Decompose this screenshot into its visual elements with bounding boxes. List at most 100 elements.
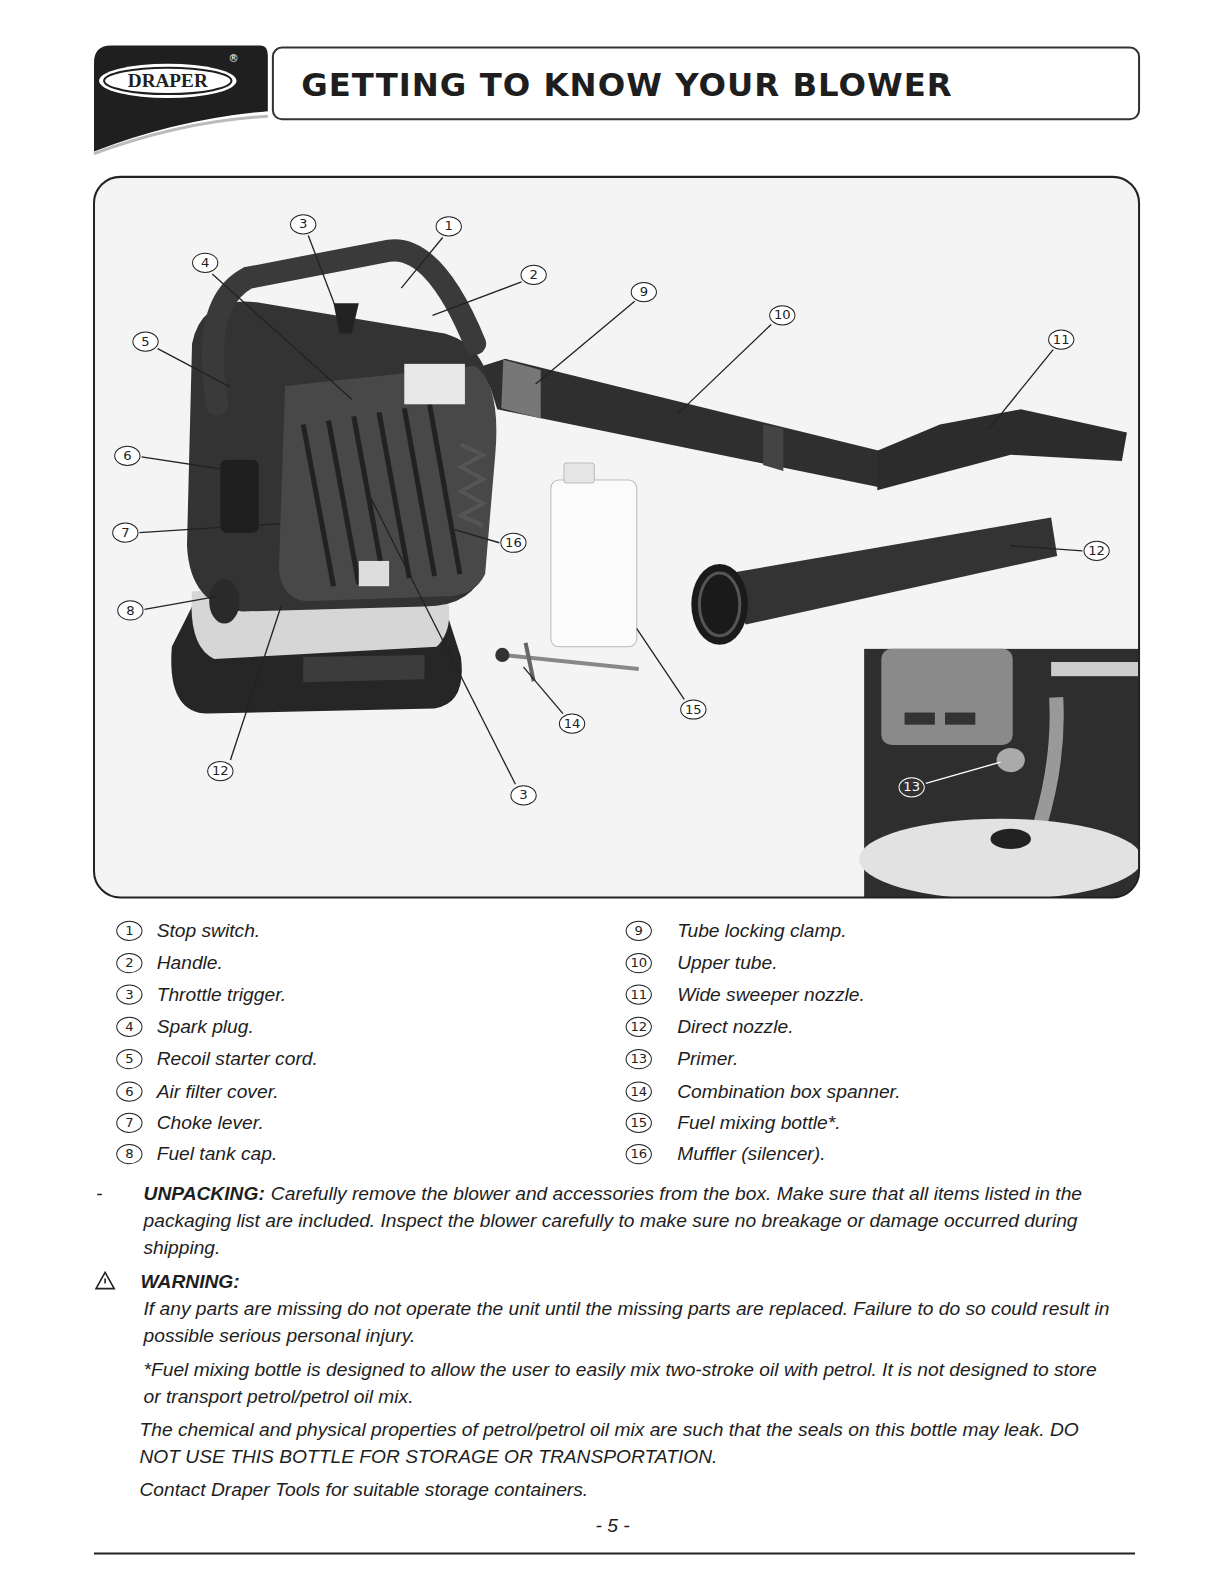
callout-number: 12 bbox=[1083, 541, 1109, 561]
legend-number: 2 bbox=[116, 953, 142, 973]
legend-number: 12 bbox=[626, 1017, 652, 1037]
callout-number: 11 bbox=[1048, 329, 1074, 349]
leader-lines bbox=[212, 274, 351, 399]
text-label: Air filter cover. bbox=[157, 1077, 279, 1104]
logo-badge bbox=[94, 45, 268, 153]
text-label: Throttle trigger. bbox=[157, 980, 286, 1007]
blower-illustration bbox=[328, 420, 358, 584]
legend-number: 5 bbox=[116, 1049, 142, 1069]
legend-number: 7 bbox=[116, 1113, 142, 1133]
blower-illustration bbox=[502, 655, 638, 669]
warning-symbol bbox=[96, 1272, 114, 1288]
text-label: Upper tube. bbox=[677, 949, 777, 976]
callout-number: 13 bbox=[899, 777, 925, 797]
leader-lines bbox=[536, 301, 635, 384]
callout-number: 12 bbox=[207, 761, 233, 781]
primer-inset bbox=[1051, 662, 1139, 676]
legend-number: 14 bbox=[626, 1081, 652, 1101]
legend-number: 13 bbox=[626, 1049, 652, 1069]
text-label: Spark plug. bbox=[157, 1013, 254, 1040]
legend-number: 6 bbox=[116, 1081, 142, 1101]
blower-illustration bbox=[877, 409, 1127, 490]
warning-symbol bbox=[104, 1279, 106, 1284]
brand-logo-text: DRAPER bbox=[104, 66, 231, 96]
text-label: - bbox=[96, 1179, 102, 1206]
text-label: Recoil starter cord. bbox=[157, 1045, 318, 1072]
legend-number: 11 bbox=[626, 984, 652, 1004]
callout-number: 6 bbox=[114, 446, 140, 466]
blower-illustration bbox=[334, 303, 359, 333]
panel-border bbox=[94, 177, 1139, 898]
primer-inset bbox=[881, 649, 1012, 745]
logo-badge bbox=[99, 64, 236, 98]
body-paragraph: Carefully remove the blower and accessor… bbox=[144, 1179, 1119, 1261]
leader-lines bbox=[988, 350, 1053, 430]
blower-illustration bbox=[713, 517, 1058, 624]
callout-number: 14 bbox=[559, 714, 585, 734]
blower-illustration bbox=[495, 648, 509, 662]
text-label: Direct nozzle. bbox=[677, 1013, 793, 1040]
callout-number: 3 bbox=[290, 214, 316, 234]
primer-inset bbox=[945, 713, 975, 725]
legend-number: 1 bbox=[116, 921, 142, 941]
leader-lines bbox=[401, 238, 442, 289]
leader-lines bbox=[139, 524, 279, 533]
leader-lines bbox=[455, 530, 499, 543]
page-title: GETTING TO KNOW YOUR BLOWER bbox=[301, 65, 953, 105]
text-label: Primer. bbox=[677, 1045, 738, 1072]
callout-number: 16 bbox=[500, 533, 526, 553]
body-paragraph: If any parts are missing do not operate … bbox=[144, 1295, 1119, 1350]
blower-illustration bbox=[220, 460, 258, 533]
primer-inset bbox=[997, 748, 1025, 772]
leader-lines bbox=[366, 488, 516, 784]
primer-inset bbox=[859, 819, 1139, 898]
leader-lines bbox=[926, 762, 1001, 783]
callout-number: 10 bbox=[769, 305, 795, 325]
leader-lines bbox=[139, 235, 1082, 784]
blower-illustration bbox=[564, 463, 594, 483]
logo-badge bbox=[94, 116, 268, 153]
primer-inset bbox=[905, 713, 935, 725]
logo-badge bbox=[94, 45, 268, 151]
text-label: Contact Draper Tools for suitable storag… bbox=[139, 1476, 588, 1503]
text-label: Muffler (silencer). bbox=[677, 1140, 825, 1167]
callout-number: 4 bbox=[192, 253, 218, 273]
leader-lines bbox=[141, 457, 234, 471]
blower-illustration bbox=[303, 424, 333, 586]
blower-illustration bbox=[551, 480, 637, 647]
callout-number: 2 bbox=[521, 265, 547, 285]
blower-illustration bbox=[379, 412, 409, 578]
illustration-panel bbox=[94, 177, 1139, 898]
trademark: ® bbox=[228, 53, 238, 65]
primer-inset bbox=[859, 649, 1139, 898]
callout-number: 7 bbox=[112, 523, 138, 543]
warning-symbol bbox=[96, 1272, 114, 1288]
text-label: UNPACKING: bbox=[144, 1179, 265, 1206]
blower-illustration bbox=[699, 573, 739, 636]
leader-lines bbox=[230, 606, 281, 760]
text-label: Wide sweeper nozzle. bbox=[677, 980, 865, 1007]
blower-illustration bbox=[430, 404, 460, 574]
text-label: - 5 - bbox=[410, 1512, 814, 1539]
blower-illustration bbox=[209, 579, 239, 623]
text-label: Combination box spanner. bbox=[677, 1077, 900, 1104]
text-label: Handle. bbox=[157, 949, 223, 976]
blower-illustration bbox=[354, 416, 384, 581]
leader-lines bbox=[433, 282, 522, 315]
leader-lines bbox=[145, 596, 218, 609]
leader-lines bbox=[524, 667, 563, 713]
blower-illustration bbox=[501, 360, 540, 419]
blower-illustration bbox=[171, 250, 1127, 713]
text-label: WARNING: bbox=[140, 1267, 239, 1294]
legend-number: 4 bbox=[116, 1017, 142, 1037]
legend-number: 8 bbox=[116, 1144, 142, 1164]
legend-number: 3 bbox=[116, 984, 142, 1004]
blower-illustration bbox=[691, 564, 748, 645]
text-label: Fuel tank cap. bbox=[157, 1140, 278, 1167]
blower-illustration bbox=[404, 364, 465, 404]
legend-number: 16 bbox=[626, 1144, 652, 1164]
blower-illustration bbox=[303, 404, 460, 586]
legend-number: 10 bbox=[626, 953, 652, 973]
